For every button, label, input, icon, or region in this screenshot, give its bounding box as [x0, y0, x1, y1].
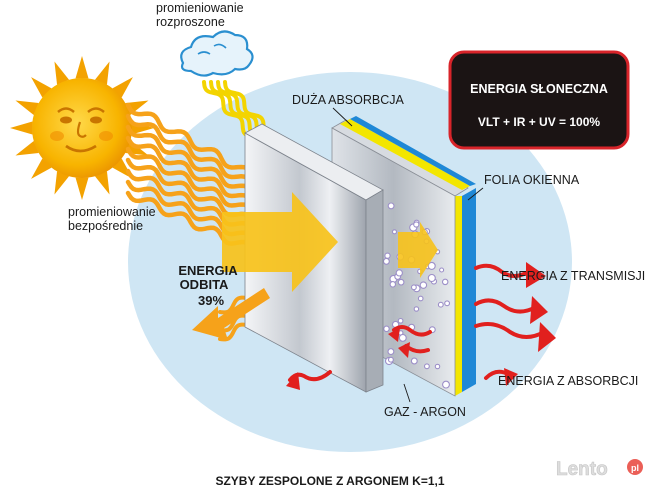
solar-box-formula: VLT + IR + UV = 100% — [478, 115, 600, 129]
window-film-label: FOLIA OKIENNA — [484, 173, 580, 187]
argon-dot — [387, 202, 395, 210]
reflected-energy-label-line2: ODBITA — [180, 277, 229, 292]
argon-dot — [442, 380, 450, 389]
sun-ray — [94, 171, 110, 195]
direct-radiation-label-line2: bezpośrednie — [68, 219, 143, 233]
inner-arrow-head — [388, 328, 400, 342]
argon-dot — [413, 306, 420, 312]
sun-ray — [75, 177, 89, 200]
argon-dot — [410, 357, 418, 365]
direct-radiation-label-line1: promieniowanie — [68, 205, 156, 219]
red-energy-arrows — [286, 262, 556, 390]
svg-text:pl: pl — [631, 463, 639, 473]
argon-dot — [383, 325, 390, 333]
argon-dot — [444, 300, 451, 307]
argon-dot — [419, 281, 428, 289]
caption: SZYBY ZESPOLONE Z ARGONEM K=1,1 — [215, 474, 444, 488]
diffuse-radiation-label-line1: promieniowanie — [156, 1, 244, 15]
reflected-energy-label-line1: ENERGIA — [178, 263, 238, 278]
argon-dot — [410, 284, 417, 291]
gas-argon-label: GAZ - ARGON — [384, 405, 466, 419]
inner-arrow-stroke — [392, 325, 432, 337]
sun-icon — [10, 56, 154, 200]
argon-dot — [427, 273, 436, 283]
transmission-arrow-2-stroke — [474, 298, 536, 314]
transmission-energy-label: ENERGIA Z TRANSMISJI — [501, 269, 645, 283]
sun-ray — [15, 100, 39, 116]
argon-dot — [398, 333, 407, 342]
sun-ray — [112, 77, 133, 98]
argon-dot — [441, 278, 449, 286]
argon-dot — [439, 267, 445, 273]
reflected-red-arrow-head — [286, 372, 300, 390]
diffuse-radiation-label-line2: rozproszone — [156, 15, 225, 29]
watermark-logo: Lento pl — [556, 459, 643, 480]
argon-dot — [437, 301, 444, 308]
sun-ray — [15, 140, 39, 156]
transmission-arrow-3-stroke — [474, 322, 546, 339]
argon-dot — [417, 295, 424, 302]
transmission-arrow-3-head — [538, 322, 556, 352]
transmission-arrow-head — [526, 262, 546, 288]
reflected-energy-arrow — [192, 288, 270, 340]
argon-dot — [389, 281, 397, 288]
argon-dot — [434, 363, 441, 370]
svg-text:Lento: Lento — [556, 459, 608, 480]
argon-dot — [423, 363, 430, 370]
argon-dot — [384, 252, 391, 259]
cloud-icon — [180, 30, 254, 77]
sun-ray — [75, 56, 89, 79]
sun-ray — [10, 121, 33, 135]
sun-ray — [94, 61, 110, 85]
solar-box-title: ENERGIA SŁONECZNA — [470, 82, 608, 96]
absorption-arrow-head — [504, 368, 518, 386]
transmitted-light-arrows — [222, 192, 438, 292]
argon-dot — [391, 229, 398, 235]
argon-dot — [413, 221, 420, 228]
high-absorption-label: DUŻA ABSORBCJA — [292, 93, 404, 107]
sun-ray — [54, 61, 70, 85]
sun-ray — [31, 77, 52, 98]
argon-dot — [397, 278, 405, 286]
sun-ray — [54, 171, 70, 195]
solar-energy-box: ENERGIA SŁONECZNA VLT + IR + UV = 100% — [448, 50, 630, 150]
argon-dot — [397, 317, 404, 324]
reflected-red-arrow-stroke — [288, 370, 332, 382]
inner-arrow-2-head — [398, 342, 410, 358]
transmission-arrow-2-head — [530, 296, 548, 324]
transmission-arrow-stroke — [474, 263, 530, 278]
argon-dot — [387, 356, 394, 363]
sun-ray — [31, 158, 52, 179]
absorption-energy-label: ENERGIA Z ABSORBCJI — [498, 374, 638, 388]
argon-dot — [395, 269, 403, 277]
reflected-energy-percent: 39% — [198, 293, 224, 308]
leader-lines — [332, 107, 484, 403]
argon-dot — [427, 261, 436, 270]
argon-dot — [387, 348, 395, 356]
argon-dot — [382, 257, 390, 265]
